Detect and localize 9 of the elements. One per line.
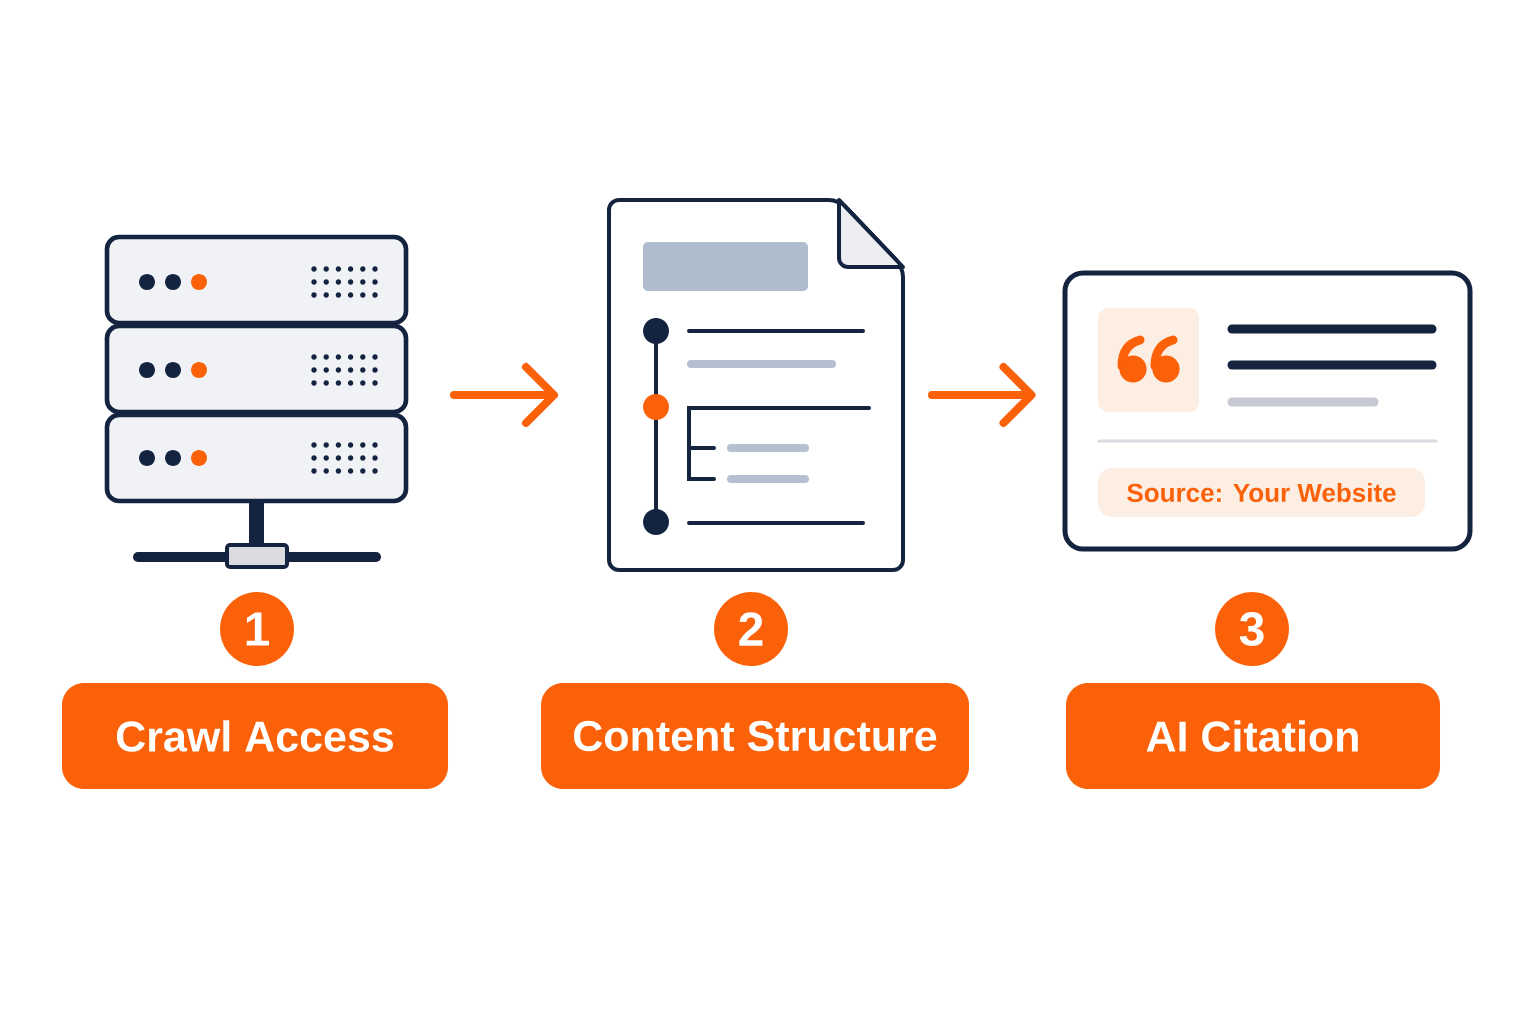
step-label: AI Citation [1066,683,1440,789]
step-label: Crawl Access [62,683,448,789]
source-badge: Source: Your Website [1098,468,1425,517]
step-number: 2 [714,592,788,666]
step-number: 1 [220,592,294,666]
server-drawing [104,234,409,569]
document-drawing [607,198,905,572]
step-label: Content Structure [541,683,969,789]
step-number: 3 [1215,592,1289,666]
